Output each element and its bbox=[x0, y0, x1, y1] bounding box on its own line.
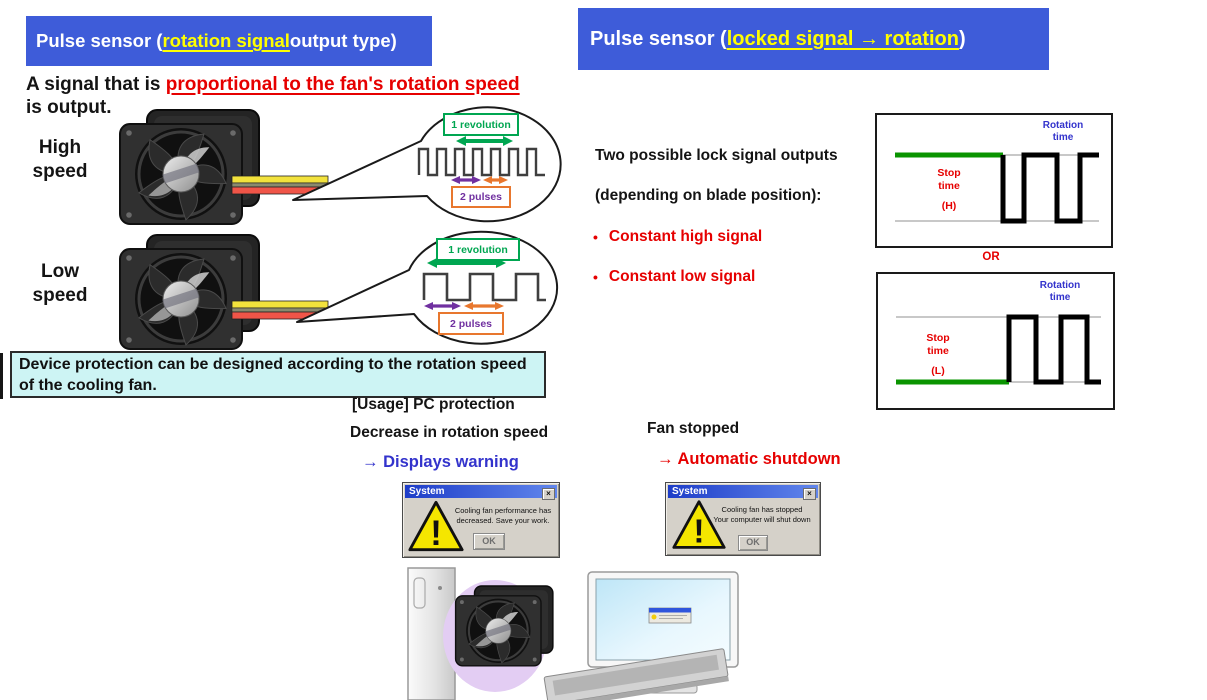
scope-high-wave bbox=[895, 152, 1099, 224]
intro-emphasis: proportional to the fan's rotation speed bbox=[165, 74, 520, 95]
dialog-titlebar: System × bbox=[405, 485, 557, 500]
warning-dialog: System × ! Cooling fan performance has d… bbox=[402, 482, 560, 558]
bullet-icon: • bbox=[593, 269, 598, 285]
warning-effect: → Displays warning bbox=[362, 453, 519, 471]
bullet-icon: • bbox=[593, 229, 598, 245]
edge-artifact bbox=[0, 353, 3, 399]
low-speed-label: Low speed bbox=[32, 261, 88, 306]
scope-low-wave bbox=[896, 314, 1101, 385]
lock-bullet-low: • Constant low signal bbox=[593, 268, 756, 285]
low-speed-fan-image bbox=[118, 233, 329, 351]
stop-time-label-h: Stop time (H) bbox=[937, 167, 961, 212]
high-pulses-label: 2 pulses bbox=[451, 186, 511, 208]
banner-left-pre: Pulse sensor ( bbox=[36, 30, 163, 51]
monitor-image bbox=[587, 571, 739, 694]
pc-protection-scene bbox=[407, 567, 739, 700]
banner-right-post: ) bbox=[958, 27, 966, 50]
keyboard-image bbox=[543, 648, 729, 700]
scope-high-box: Rotation time Stop time (H) bbox=[875, 113, 1113, 248]
small-fan-image bbox=[454, 584, 554, 667]
banner-right-pre: Pulse sensor ( bbox=[590, 27, 727, 50]
warning-triangle-icon: ! bbox=[408, 500, 464, 553]
rotation-time-label: Rotation time bbox=[1042, 120, 1084, 143]
rotation-square-wave bbox=[1006, 314, 1101, 385]
svg-text:!: ! bbox=[693, 514, 704, 551]
dialog-message: Cooling fan performance has decreased. S… bbox=[454, 506, 552, 525]
banner-left-highlight: rotation signal bbox=[162, 30, 290, 51]
shutdown-cause: Fan stopped bbox=[647, 420, 740, 437]
close-icon[interactable]: × bbox=[803, 488, 816, 500]
high-speed-square-wave bbox=[417, 147, 545, 177]
scope-low-box: Rotation time Stop time (L) bbox=[876, 272, 1115, 410]
or-label: OR bbox=[982, 251, 1000, 263]
note-box: Device protection can be designed accord… bbox=[10, 351, 546, 398]
warning-triangle-icon: ! bbox=[672, 500, 726, 551]
ok-button[interactable]: OK bbox=[473, 533, 505, 550]
low-pulses-label: 2 pulses bbox=[438, 312, 504, 335]
banner-locked-signal: Pulse sensor (locked signal → rotation) bbox=[578, 8, 1049, 70]
shutdown-dialog: System × ! Cooling fan has stopped Your … bbox=[665, 482, 821, 556]
usage-title: [Usage] PC protection bbox=[352, 396, 515, 413]
lock-info-line2: (depending on blade position): bbox=[595, 187, 822, 204]
lock-info-line1: Two possible lock signal outputs bbox=[595, 147, 838, 164]
banner-rotation-signal: Pulse sensor (rotation signal output typ… bbox=[26, 16, 432, 66]
low-pulse-arrow-orange bbox=[464, 302, 504, 310]
banner-left-post: output type) bbox=[289, 30, 397, 51]
high-speed-fan-image bbox=[118, 108, 329, 226]
banner-right-highlight: locked signal → rotation bbox=[726, 27, 959, 50]
low-pulse-arrow-purple bbox=[424, 302, 461, 310]
intro-line2: is output. bbox=[26, 97, 112, 118]
high-revolution-arrow bbox=[456, 136, 513, 146]
intro-line1: A signal that is proportional to the fan… bbox=[26, 74, 520, 96]
warning-cause: Decrease in rotation speed bbox=[350, 424, 549, 441]
close-icon[interactable]: × bbox=[542, 488, 555, 500]
onscreen-alert-image bbox=[648, 607, 692, 624]
lock-bullet-high: • Constant high signal bbox=[593, 228, 763, 245]
rotation-time-label: Rotation time bbox=[1039, 280, 1081, 303]
svg-text:!: ! bbox=[430, 514, 442, 553]
stop-time-label-l: Stop time (L) bbox=[926, 332, 950, 377]
intro-pre: A signal that is bbox=[26, 74, 166, 95]
high-pulse-arrow-purple bbox=[451, 176, 481, 184]
shutdown-effect: → Automatic shutdown bbox=[657, 450, 841, 468]
rotation-square-wave bbox=[1000, 152, 1099, 224]
high-revolution-label: 1 revolution bbox=[443, 113, 519, 136]
low-revolution-label: 1 revolution bbox=[436, 238, 520, 261]
high-pulse-arrow-orange bbox=[483, 176, 508, 184]
dialog-message: Cooling fan has stopped Your computer wi… bbox=[713, 505, 811, 524]
ok-button[interactable]: OK bbox=[738, 535, 768, 551]
low-speed-square-wave bbox=[422, 272, 546, 302]
high-speed-label: High speed bbox=[32, 137, 88, 182]
dialog-titlebar: System × bbox=[668, 485, 818, 500]
